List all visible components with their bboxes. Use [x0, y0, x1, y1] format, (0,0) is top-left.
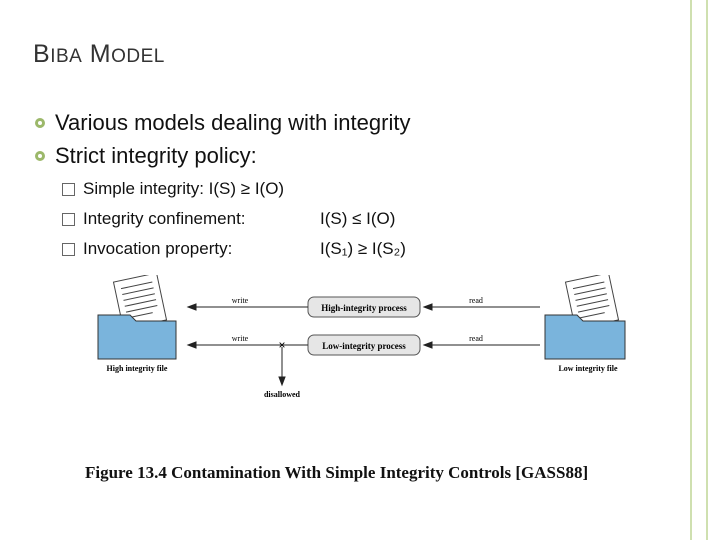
title-part: B — [33, 40, 51, 68]
formula-text: I(S₁) ≥ I(S₂) — [320, 239, 406, 258]
title-part: M — [89, 40, 112, 68]
slide-title: BIBA MODEL — [33, 40, 165, 69]
arrowhead — [186, 341, 197, 349]
bullet-item: Strict integrity policy: — [33, 143, 257, 169]
disallowed-label: disallowed — [264, 390, 301, 399]
checkbox-bullet-icon — [62, 212, 75, 226]
sub-bullet-item: Invocation property: — [62, 239, 232, 259]
high-process-label: High-integrity process — [321, 303, 407, 313]
high-file-label: High integrity file — [107, 364, 168, 373]
low-integrity-file-icon — [544, 275, 626, 360]
write-label: write — [232, 296, 249, 305]
sub-bullet-text: Invocation property: — [83, 239, 233, 258]
formula-text: I(S) ≤ I(O) — [320, 209, 396, 228]
high-integrity-file-icon — [97, 275, 177, 360]
sub-bullet-item: Integrity confinement: — [62, 209, 246, 229]
cross-mark-icon: × — [278, 338, 285, 352]
read-label: read — [469, 296, 483, 305]
figure-caption: Figure 13.4 Contamination With Simple In… — [85, 463, 589, 482]
checkbox-bullet-icon — [62, 182, 75, 196]
arrowhead — [186, 303, 197, 311]
low-file-label: Low integrity file — [558, 364, 618, 373]
arrowhead — [422, 341, 433, 349]
read-label: read — [469, 334, 483, 343]
arrowhead — [422, 303, 433, 311]
biba-diagram: High-integrity process Low-integrity pro… — [97, 275, 626, 399]
gear-bullet-icon — [35, 151, 45, 161]
title-part: ODEL — [111, 46, 165, 67]
bullet-item: Various models dealing with integrity — [33, 110, 410, 136]
sub-bullet-text: Simple integrity: I(S) ≥ I(O) — [83, 179, 285, 198]
low-process-label: Low-integrity process — [322, 341, 406, 351]
bullet-text: Strict integrity policy: — [55, 143, 257, 168]
slide-border-left — [690, 0, 692, 540]
sub-bullet-text: Integrity confinement: — [83, 209, 246, 228]
arrowhead — [278, 376, 286, 387]
gear-bullet-icon — [35, 118, 45, 128]
sub-bullet-item: Simple integrity: I(S) ≥ I(O) — [62, 179, 284, 199]
bullet-text: Various models dealing with integrity — [55, 110, 411, 135]
checkbox-bullet-icon — [62, 242, 75, 256]
slide-border-right — [706, 0, 708, 540]
title-part: IBA — [50, 46, 83, 67]
write-label: write — [232, 334, 249, 343]
